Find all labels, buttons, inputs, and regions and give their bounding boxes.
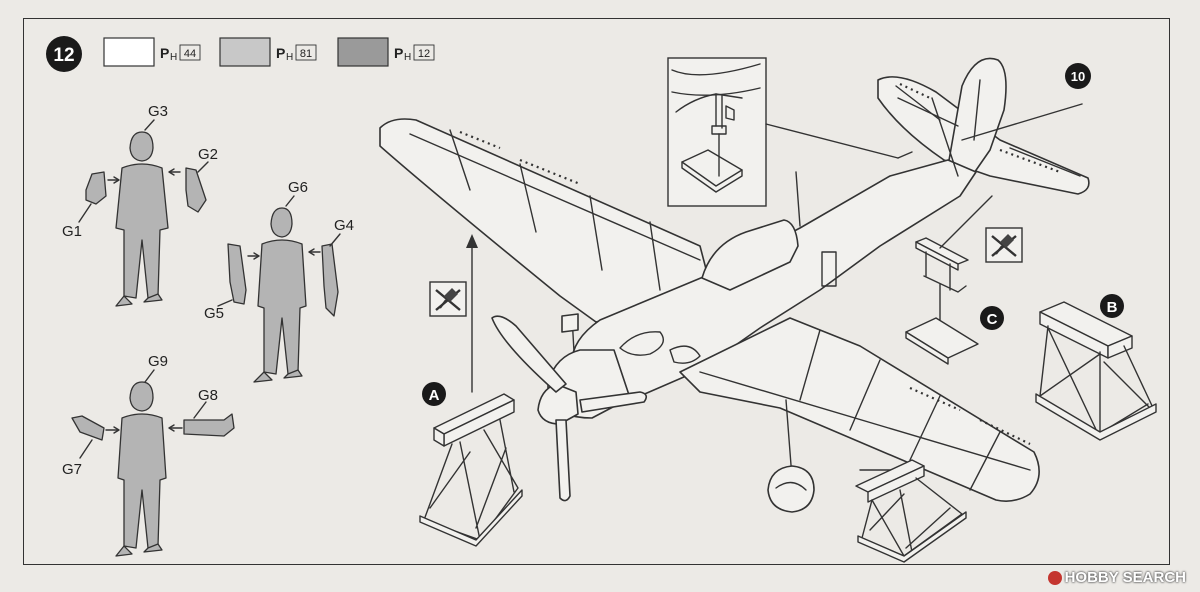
svg-text:12: 12 (418, 48, 430, 60)
svg-text:10: 10 (1071, 69, 1085, 84)
figure-2: G6 G5 G4 (204, 179, 354, 383)
svg-text:B: B (1107, 299, 1118, 316)
callout-part-10: 10 (1065, 63, 1091, 89)
stand-wing (855, 459, 967, 563)
svg-text:G4: G4 (334, 217, 354, 234)
svg-text:P: P (160, 45, 169, 61)
airplane-model (379, 57, 1090, 513)
paint-swatch-3: P H 12 (337, 37, 435, 67)
svg-text:G8: G8 (198, 387, 218, 404)
step-number: 12 (53, 45, 74, 66)
watermark: HOBBY SEARCH (1047, 569, 1186, 586)
callout-stand-a: A (422, 382, 446, 406)
stand-b: B (1035, 294, 1157, 441)
paint-swatch-2: P H 81 (219, 37, 317, 67)
svg-text:H: H (170, 52, 177, 63)
paint-swatch-1: P H 44 (103, 37, 201, 67)
stand-c: C (905, 195, 1004, 365)
svg-text:G9: G9 (148, 353, 168, 370)
hammer-cross-icon (985, 227, 1023, 263)
detail-inset (667, 57, 913, 207)
svg-text:G2: G2 (198, 146, 218, 163)
callout-stand-b: B (1100, 294, 1124, 318)
paint-legend: P H 44 P H 81 P H 12 (103, 37, 435, 67)
svg-text:G6: G6 (288, 179, 308, 196)
instruction-frame (23, 18, 1170, 565)
svg-text:C: C (987, 311, 998, 328)
svg-text:G7: G7 (62, 461, 82, 478)
callout-stand-c: C (980, 306, 1004, 330)
svg-text:44: 44 (184, 48, 196, 60)
svg-text:P: P (394, 45, 403, 61)
svg-text:G3: G3 (148, 103, 168, 120)
svg-text:H: H (286, 52, 293, 63)
watermark-logo-icon (1047, 570, 1062, 585)
svg-text:G1: G1 (62, 223, 82, 240)
stand-a: A (419, 234, 523, 547)
svg-text:81: 81 (300, 48, 312, 60)
figure-1: G3 G1 G2 (62, 103, 218, 307)
figure-3: G9 G7 G8 (62, 353, 235, 557)
svg-text:A: A (429, 387, 440, 404)
hammer-cross-icon (429, 281, 467, 317)
svg-text:P: P (276, 45, 285, 61)
svg-text:G5: G5 (204, 305, 224, 322)
svg-text:H: H (404, 52, 411, 63)
step-badge: 12 (46, 36, 82, 72)
watermark-text: HOBBY SEARCH (1064, 569, 1186, 586)
